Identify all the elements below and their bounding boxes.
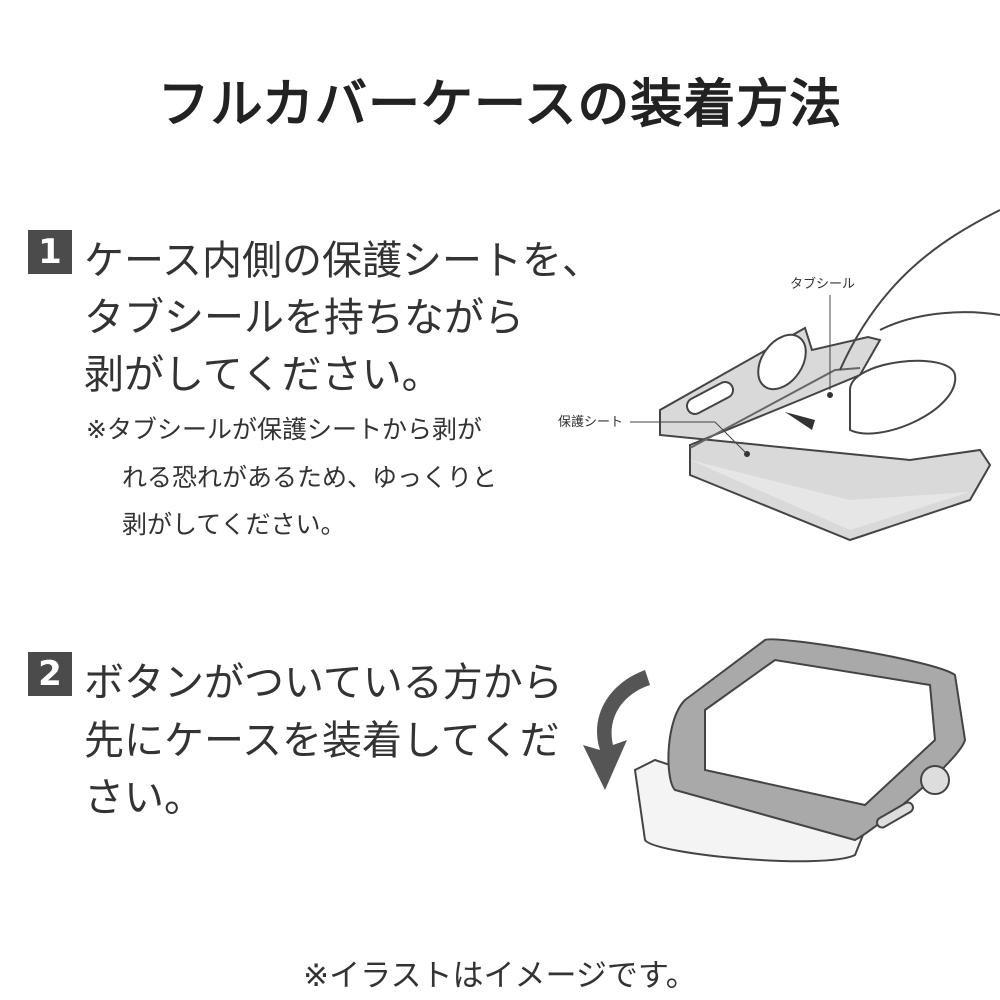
peel-sheet-illustration: タブシール 保護シート [558, 209, 1000, 542]
step-1-text-line: 剥がしてください。 [84, 352, 442, 398]
step-2-text-line: ボタンがついている方から [84, 660, 563, 706]
step-2-number: 2 [28, 652, 72, 696]
protective-sheet-label: 保護シート [558, 414, 623, 430]
step-1-note-line: れる恐れがあるため、ゆっくりと [122, 463, 498, 492]
step-1-text-line: タブシールを持ちながら [84, 295, 524, 341]
step-1-text-line: ケース内側の保護シートを、 [84, 238, 602, 284]
step-1-note-line: ※タブシールが保護シートから剥が [86, 415, 482, 444]
footer-note: ※イラストはイメージです。 [303, 958, 697, 994]
step-2-text-line: 先にケースを装着してくだ [84, 718, 560, 764]
step-1-note-line: 剥がしてください。 [122, 510, 346, 539]
attach-case-illustration [583, 638, 967, 863]
step-2-text-line: さい。 [84, 775, 204, 821]
step-1-number: 1 [28, 230, 72, 274]
page-title: フルカバーケースの装着方法 [157, 75, 843, 135]
tab-seal-label: タブシール [790, 276, 855, 292]
